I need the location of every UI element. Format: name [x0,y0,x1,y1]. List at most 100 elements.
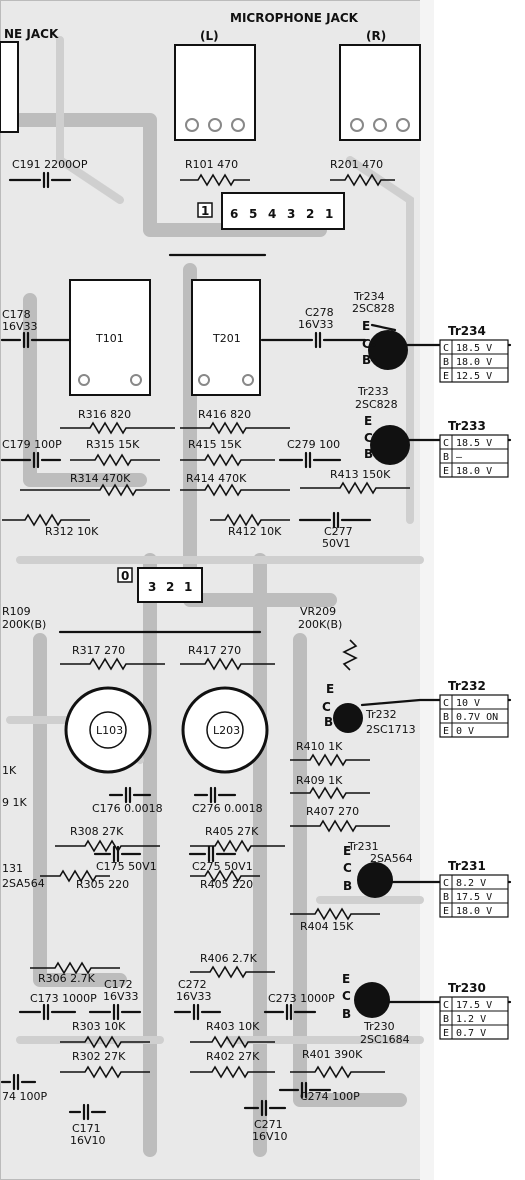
voltage-table-pin: E [443,906,449,917]
svg-text:B: B [343,879,352,893]
coil-l203: L203 [181,686,269,774]
voltage-table-value: 0.7 V [456,1028,486,1039]
left-jack-stub [0,41,19,133]
r312-label: R312 10K [45,525,99,538]
voltage-table-value: 8.2 V [456,878,486,889]
voltage-table-pin: B [443,1014,449,1025]
r308-label: R308 27K [70,825,124,838]
tr233-tag: Tr233 [357,385,389,398]
r413-label: R413 150K [330,468,391,481]
transformer-t101: T101 [69,279,151,396]
voltage-table-value: 18.0 V [456,906,492,917]
c277-label: C277 [324,525,353,538]
r414-label: R414 470K [186,472,247,485]
c277-rating: 50V1 [322,537,351,550]
microphone-jack-label: MICROPHONE JACK [230,11,359,25]
tr234-tag: Tr234 [353,290,385,303]
c278-label: C278 [305,306,334,319]
svg-text:E: E [364,414,372,428]
voltage-table-pin: C [443,878,449,889]
tr231-tag: Tr231 [347,840,379,853]
voltage-table-value: 18.5 V [456,438,492,449]
c271-label: C271 [254,1118,283,1131]
transistor-tr230: ECB [342,972,390,1021]
svg-text:E: E [343,844,351,858]
svg-text:E: E [342,972,350,986]
c171-label: C171 [72,1122,101,1135]
voltage-table-frame [439,694,509,738]
mic-jack-left [174,44,256,141]
svg-text:C: C [343,861,352,875]
voltage-table-title: Tr231 [448,859,486,873]
svg-text:3: 3 [148,580,156,594]
edge-label-131: 131 [2,862,23,875]
r407-label: R407 270 [306,805,359,818]
left-channel-label: (L) [200,29,219,43]
ne-jack-label: NE JACK [4,27,59,41]
r316-label: R316 820 [78,408,131,421]
voltage-table-value: 0 V [456,726,474,737]
voltage-table-value: 0.7V ON [456,712,498,723]
voltage-table-value: 1.2 V [456,1014,486,1025]
r317-label: R317 270 [72,644,125,657]
voltage-table-pin: E [443,1028,449,1039]
c178-rating: 16V33 [2,320,38,333]
voltage-table-pin: C [443,343,449,354]
c178-label: C178 [2,308,31,321]
voltage-table-pin: B [443,452,449,463]
voltage-table-value: 10 V [456,698,480,709]
c278-rating: 16V33 [298,318,334,331]
voltage-table-value: 18.5 V [456,343,492,354]
svg-text:4: 4 [268,207,276,221]
tr230-tag: Tr230 [363,1020,395,1033]
r303-label: R303 10K [72,1020,126,1033]
c175-label: C175 50V1 [96,860,157,873]
svg-text:6: 6 [230,207,238,221]
c176-label: C176 0.0018 [92,802,163,815]
voltage-table-title: Tr232 [448,679,486,693]
voltage-table-pin: C [443,438,449,449]
voltage-table-title: Tr234 [448,324,486,338]
voltage-table-title: Tr233 [448,419,486,433]
r415-label: R415 15K [188,438,242,451]
r412-label: R412 10K [228,525,282,538]
svg-text:2: 2 [306,207,314,221]
svg-text:C: C [342,989,351,1003]
connector-top: 1 6 5 4 3 2 1 [197,192,345,230]
transistor-tr231: ECB [343,844,393,898]
svg-text:T201: T201 [212,332,241,345]
svg-text:C: C [364,431,373,445]
voltage-table-value: 17.5 V [456,1000,492,1011]
r306-label: R306 2.7K [38,972,96,985]
voltage-table-pin: C [443,698,449,709]
r406-label: R406 2.7K [200,952,258,965]
c174-label: 74 100P [2,1090,47,1103]
r109-label: R109 [2,605,31,618]
c272-rating: 16V33 [176,990,212,1003]
svg-text:B: B [364,447,373,461]
svg-text:C: C [322,700,331,714]
edge-label-1k: 1K [2,764,17,777]
svg-text:1: 1 [325,207,333,221]
r305-label: R305 220 [76,878,129,891]
svg-text:3: 3 [287,207,295,221]
svg-text:B: B [362,353,371,367]
r405-label: R405 27K [205,825,259,838]
transistor-tr233: ECB [364,414,410,465]
transistor-tr232: ECB [322,682,363,733]
voltage-table-frame [439,339,509,383]
voltage-table-frame [439,874,509,918]
svg-text:E: E [362,319,370,333]
vr209-rating: 200K(B) [298,618,342,631]
voltage-table-pin: B [443,892,449,903]
right-channel-label: (R) [366,29,386,43]
voltage-table-pin: E [443,371,449,382]
voltage-table-value: 17.5 V [456,892,492,903]
voltage-table-value: 18.0 V [456,466,492,477]
